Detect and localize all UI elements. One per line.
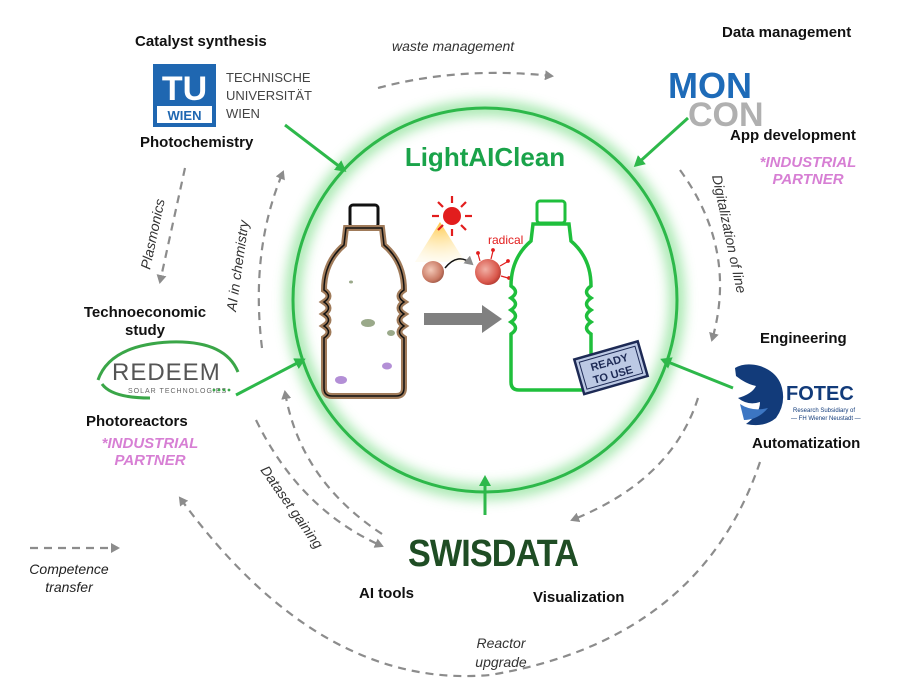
svg-text:CON: CON <box>688 96 764 134</box>
svg-text:SOLAR TECHNOLOGIES: SOLAR TECHNOLOGIES <box>128 388 227 395</box>
fotec-role: Automatization <box>752 435 861 452</box>
photocatalysis-illustration: radical <box>415 196 523 285</box>
arrow-redeem-to-ring <box>235 358 306 397</box>
svg-text:Research Subsidiary of: Research Subsidiary of <box>793 408 855 414</box>
arrow-fotec-to-ring <box>660 357 734 390</box>
svg-text:— FH Wiener Neustadt —: — FH Wiener Neustadt — <box>791 416 861 422</box>
redeem-logo: REDEEM SOLAR TECHNOLOGIES <box>96 340 240 400</box>
svg-text:UNIVERSITÄT: UNIVERSITÄT <box>226 88 312 103</box>
arrow-moncon-to-ring <box>633 116 690 168</box>
moncon-role: App development <box>730 127 856 144</box>
moncon-heading: Data management <box>722 24 852 41</box>
sun-icon <box>443 207 461 225</box>
moncon-logo: MON CON <box>668 65 764 134</box>
main-title: LightAIClean <box>404 142 566 172</box>
redeem-role: Photoreactors <box>86 413 188 430</box>
svg-text:SWISDATA: SWISDATA <box>408 533 578 575</box>
tu-heading: Catalyst synthesis <box>135 33 267 50</box>
ready-to-use-stamp: READY TO USE <box>572 339 650 396</box>
svg-text:REDEEM: REDEEM <box>112 359 221 386</box>
dirty-bottle <box>318 203 410 399</box>
arrow-ai-chemistry <box>257 170 285 349</box>
fotec-heading: Engineering <box>760 330 847 347</box>
flow-label-waste: waste management <box>392 38 515 54</box>
svg-text:TU: TU <box>162 70 207 108</box>
svg-text:radical: radical <box>488 233 523 247</box>
arrow-digitalization <box>679 169 722 342</box>
arrow-waste-management <box>377 70 554 90</box>
arrow-dataset-to-ring <box>281 390 383 535</box>
arrow-dataset-to-swisdata <box>255 419 384 548</box>
arrow-plasmonics <box>156 167 187 284</box>
flow-label-dataset: Dataset gaining <box>258 463 327 552</box>
svg-text:WIEN: WIEN <box>226 106 260 121</box>
flow-label-ai-chemistry: AI in chemistry <box>223 218 252 313</box>
transform-arrow <box>424 305 502 333</box>
svg-text:FOTEC: FOTEC <box>786 383 854 405</box>
tu-wien-logo: TU WIEN TECHNISCHE UNIVERSITÄT WIEN <box>153 64 312 127</box>
flow-label-digitalization: Digitalization of line <box>709 173 750 295</box>
arrow-tu-to-ring <box>284 123 347 172</box>
fotec-logo: FOTEC Research Subsidiary of — FH Wiener… <box>735 364 861 426</box>
dashed-arrows <box>30 70 762 678</box>
swisdata-role-visualization: Visualization <box>533 589 625 606</box>
flow-label-plasmonics: Plasmonics <box>137 197 168 270</box>
svg-text:MON: MON <box>668 65 752 106</box>
arrow-fotec-to-swisdata <box>570 397 700 523</box>
swisdata-logo: SWISDATA <box>408 533 579 575</box>
svg-text:WIEN: WIEN <box>168 108 202 123</box>
green-arrows <box>235 116 734 515</box>
svg-text:TECHNISCHE: TECHNISCHE <box>226 70 311 85</box>
tu-role: Photochemistry <box>140 134 254 151</box>
arrow-reactor-upgrade <box>178 461 762 678</box>
swisdata-role-ai-tools: AI tools <box>359 585 414 602</box>
